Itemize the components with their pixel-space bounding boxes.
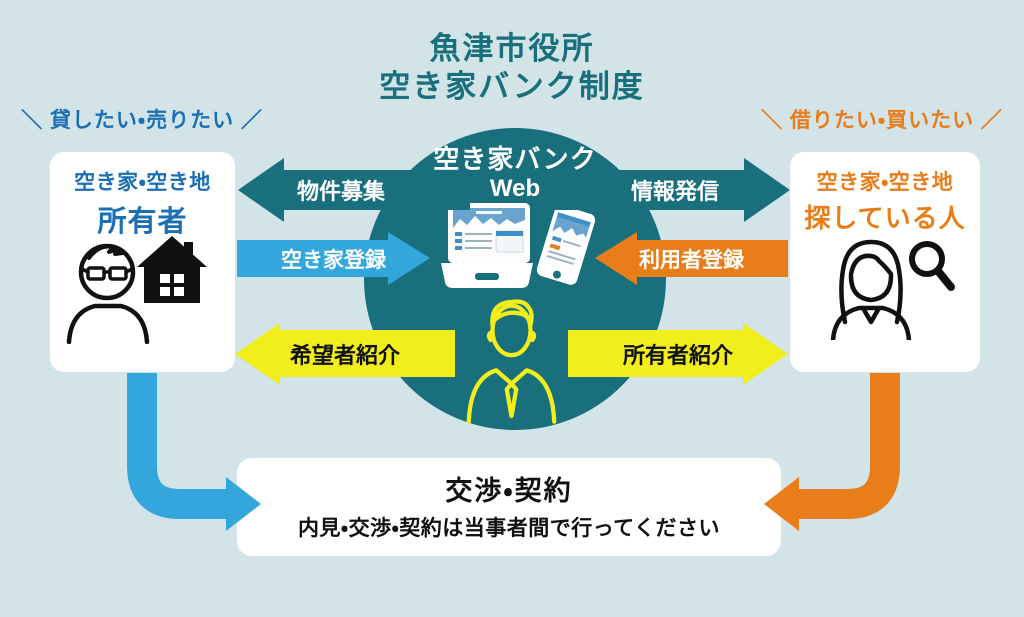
applicant-intro-arrow-label: 希望者紹介: [289, 343, 400, 368]
slogan-borrow-buy: ＼ 借りたい・買いたい ／: [761, 109, 1003, 132]
woman-icon: [830, 239, 912, 340]
vacant-register-arrow: 空き家登録: [237, 232, 430, 285]
negotiation-title: 交渉・契約: [445, 476, 573, 506]
user-register-arrow-label: 利用者登録: [639, 248, 744, 272]
owner-intro-arrow-label: 所有者紹介: [622, 343, 733, 368]
recruit-arrow-label: 物件募集: [296, 179, 385, 204]
bank-web-title: 空き家バンク Web: [364, 144, 666, 204]
owner-intro-arrow: 所有者紹介: [568, 323, 788, 385]
vacant-register-arrow-label: 空き家登録: [281, 248, 386, 272]
negotiation-subtitle: 内見・交渉・契約は当事者間で行ってください: [297, 517, 721, 540]
info-arrow-label: 情報発信: [630, 179, 719, 204]
magnifier-icon: [909, 241, 955, 291]
smartphone-icon: [535, 203, 597, 286]
house-icon: [137, 236, 207, 303]
page-title: 魚津市役所 空き家バンク制度: [0, 30, 1024, 106]
seeker-to-negotiation-arrow: [764, 373, 900, 531]
negotiation-box: 交渉・契約 内見・交渉・契約は当事者間で行ってください: [237, 458, 781, 556]
page-title-line1: 魚津市役所: [429, 31, 595, 66]
slogan-lend-sell: ＼ 貸したい・売りたい ／: [21, 109, 263, 132]
owner-card-subtitle: 空き家・空き地: [74, 171, 211, 194]
bank-web-title-line2: Web: [489, 175, 541, 202]
owner-card-title: 所有者: [97, 206, 188, 238]
applicant-intro-arrow: 希望者紹介: [235, 323, 455, 385]
laptop-icon: [441, 203, 533, 288]
bank-web-title-line1: 空き家バンク: [433, 144, 597, 174]
seeker-card-subtitle: 空き家・空き地: [816, 171, 954, 194]
seeker-card: 空き家・空き地 探している人: [790, 152, 980, 372]
staff-person-icon: [466, 299, 557, 424]
user-register-arrow: 利用者登録: [595, 232, 788, 285]
owner-card: 空き家・空き地 所有者: [50, 152, 235, 372]
seeker-card-title: 探している人: [804, 203, 966, 233]
man-with-glasses-icon: [66, 243, 150, 344]
page-title-line2: 空き家バンク制度: [379, 69, 645, 104]
